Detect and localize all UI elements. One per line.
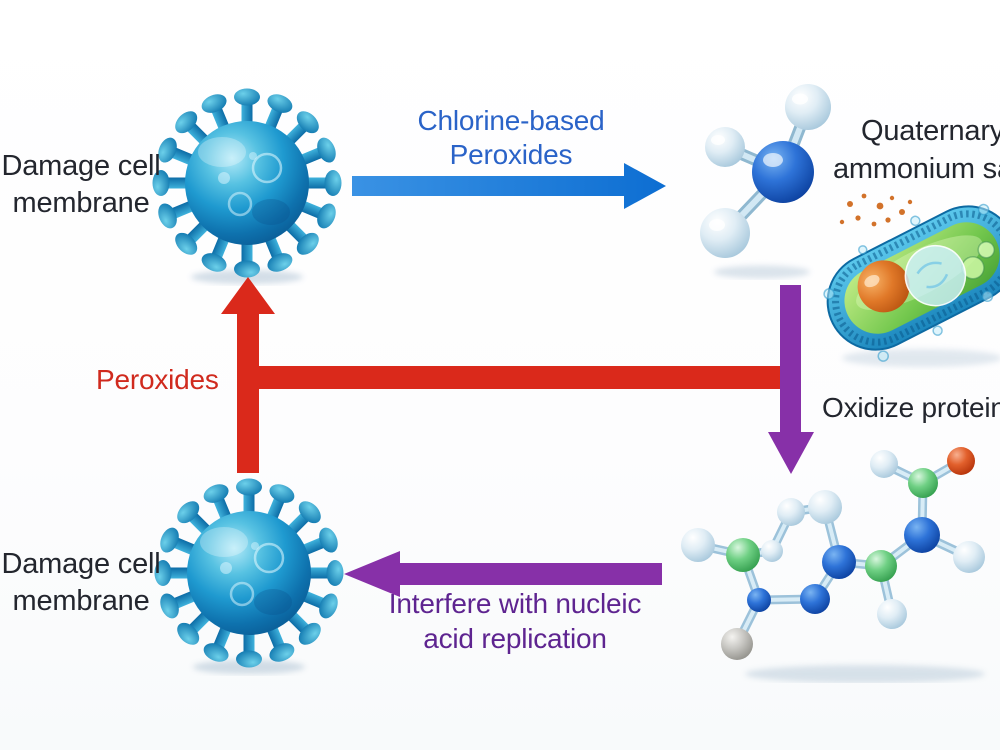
damage-cell-membrane-label-top: Damage cell membrane <box>0 148 162 222</box>
label-line: Quaternary <box>861 115 1000 147</box>
damage-cell-membrane-label-bottom: Damage cell membrane <box>0 546 162 620</box>
ammonium-molecule-icon <box>700 84 831 279</box>
virus-icon <box>150 86 345 286</box>
peroxides-label: Peroxides <box>96 364 219 395</box>
chlorine-based-peroxides-label: Chlorine-based Peroxides <box>380 104 642 172</box>
label-line: Chlorine-based <box>417 105 605 136</box>
protein-molecule-icon <box>681 447 985 683</box>
label-line: Damage cell <box>1 150 161 182</box>
interfere-arrow-left-icon <box>344 551 662 597</box>
virus-icon <box>152 476 347 676</box>
label-line: Peroxides <box>449 139 573 170</box>
label-line: Damage cell <box>1 548 161 580</box>
oxidize-arrow-down-icon <box>768 285 814 474</box>
chlorine-arrow-right-icon <box>352 163 666 209</box>
label-line: membrane <box>12 187 150 219</box>
oxidize-protein-label: Oxidize protein <box>822 392 1000 423</box>
label-line: ammonium sa <box>833 153 1000 185</box>
label-line: acid replication <box>423 623 607 654</box>
bacteria-cell-icon <box>823 193 1000 367</box>
quaternary-ammonium-label: Quaternary ammonium sa <box>833 112 1000 188</box>
interfere-nucleic-acid-label: Interfere with nucleic acid replication <box>374 586 656 656</box>
label-line: membrane <box>12 585 150 617</box>
label-line: Interfere with nucleic <box>388 588 642 619</box>
peroxides-arrow-up-icon <box>221 277 785 473</box>
